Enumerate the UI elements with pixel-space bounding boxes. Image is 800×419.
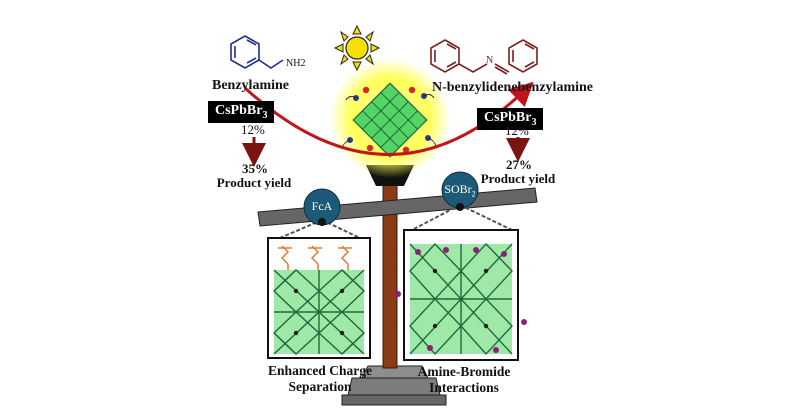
right-pan-label: SOBr2 [444, 182, 476, 199]
scale-base [341, 365, 447, 406]
left-result-percent: 35% [242, 161, 268, 176]
right-hook [456, 203, 464, 211]
imine-structure [430, 39, 538, 75]
left-catalyst-label: CsPbBr3 [208, 101, 275, 123]
right-initial-percent: 12% [505, 123, 529, 138]
right-product-yield-label: Product yield [480, 171, 556, 186]
left-hook [318, 218, 326, 226]
left-product-yield-label: Product yield [216, 175, 292, 190]
left-initial-percent: 12% [241, 122, 265, 137]
benzylamine-label: Benzylamine [212, 78, 289, 93]
right-result-percent: 27% [506, 157, 532, 172]
left-box-caption: Enhanced Charge Separation [268, 363, 372, 394]
benzylamine-structure [230, 35, 284, 69]
imine-nitrogen-label: N [486, 55, 494, 66]
right-catalyst-label: CsPbBr3 [477, 108, 544, 130]
sun-icon [333, 24, 381, 72]
right-crystal-box [395, 229, 527, 361]
imine-label: N-benzylidenebenzylamine [432, 80, 593, 95]
right-chains [411, 204, 513, 231]
amine-group-label: NH2 [286, 58, 306, 69]
nanocrystal [341, 82, 437, 158]
right-box-caption: Amine-Bromide Interactions [417, 364, 511, 395]
left-pan-label: FcA [311, 199, 333, 213]
left-crystal-box [267, 237, 371, 359]
